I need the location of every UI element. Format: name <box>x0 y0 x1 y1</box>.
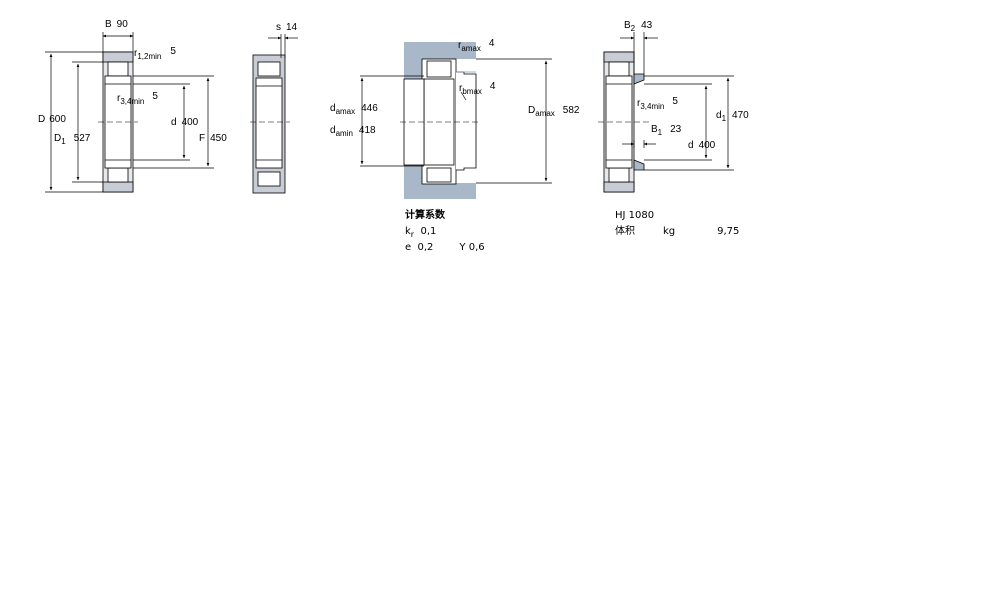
bearing-side-view <box>250 54 290 194</box>
ring-designation: HJ 1080 <box>615 210 655 221</box>
angle-ring-view <box>598 51 650 193</box>
calc-title: 计算系数 <box>405 210 445 221</box>
mounting-view <box>400 42 480 199</box>
bearing-section-view <box>98 51 138 193</box>
calc-kr: kr 0,1 <box>405 226 437 239</box>
